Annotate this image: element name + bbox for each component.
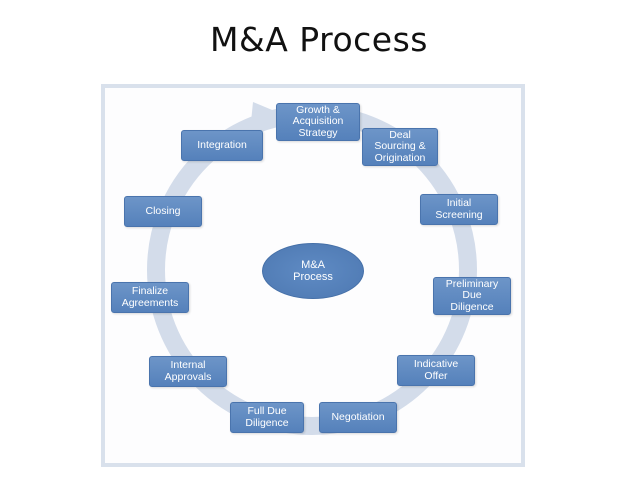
center-node: M&A Process [262, 243, 364, 299]
step-full-due-diligence: Full Due Diligence [230, 402, 304, 433]
page-title: M&A Process [210, 20, 428, 59]
step-finalize-agreements: Finalize Agreements [111, 282, 189, 313]
step-initial-screening: Initial Screening [420, 194, 498, 225]
step-indicative-offer: Indicative Offer [397, 355, 475, 386]
step-preliminary-due-diligence: Preliminary Due Diligence [433, 277, 511, 315]
step-deal-sourcing-origination: Deal Sourcing & Origination [362, 128, 438, 166]
step-growth-acquisition-strategy: Growth & Acquisition Strategy [276, 103, 360, 141]
step-integration: Integration [181, 130, 263, 161]
step-internal-approvals: Internal Approvals [149, 356, 227, 387]
step-closing: Closing [124, 196, 202, 227]
step-negotiation: Negotiation [319, 402, 397, 433]
